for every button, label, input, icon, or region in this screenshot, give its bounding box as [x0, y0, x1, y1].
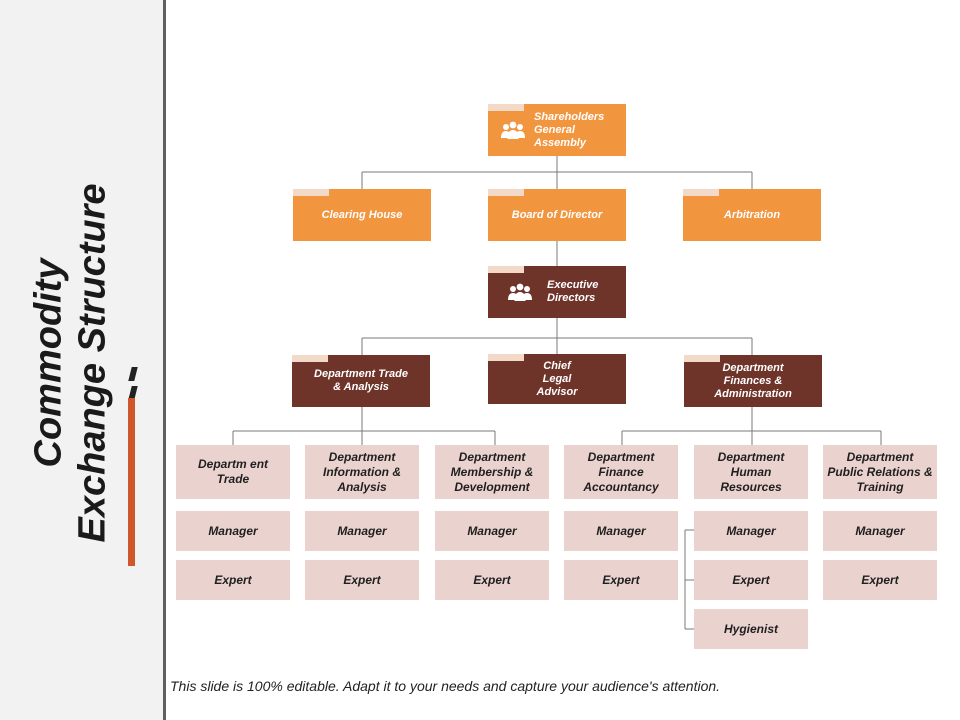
role-label: Hygienist [723, 621, 778, 636]
role-label: Manager [596, 523, 646, 538]
department-node: Department Human Resources [694, 445, 808, 499]
sidebar-divider [163, 0, 166, 720]
department-node: Departm ent Trade [176, 445, 290, 499]
role-label: Manager [855, 523, 905, 538]
group-people-icon [508, 283, 532, 301]
role-node: Manager [564, 511, 678, 551]
dept-finances-admin-label: Department Finances & Administration [714, 361, 792, 400]
department-label: Departm ent Trade [198, 457, 269, 486]
dept-finances-admin-node: Department Finances & Administration [684, 355, 822, 407]
node-tab [488, 189, 524, 196]
department-node: Department Information & Analysis [305, 445, 419, 499]
role-label: Expert [602, 572, 640, 587]
sidebar-panel [0, 0, 163, 720]
role-node: Hygienist [694, 609, 808, 649]
role-label: Manager [337, 523, 387, 538]
role-node: Manager [176, 511, 290, 551]
dept-trade-analysis-label: Department Trade & Analysis [314, 368, 408, 393]
board-label: Board of Director [511, 208, 603, 221]
role-node: Manager [823, 511, 937, 551]
group-people-icon [501, 121, 525, 139]
executive-label: Executive Directors [547, 279, 599, 304]
arbitration-node: Arbitration [683, 189, 821, 241]
role-node: Expert [176, 560, 290, 600]
role-node: Expert [564, 560, 678, 600]
role-node: Manager [694, 511, 808, 551]
role-node: Expert [694, 560, 808, 600]
role-label: Expert [343, 572, 381, 587]
executive-node: Executive Directors [488, 266, 626, 318]
department-label: Department Human Resources [717, 449, 785, 494]
node-tab [293, 189, 329, 196]
node-tab [488, 104, 524, 111]
role-node: Manager [305, 511, 419, 551]
node-tab [488, 354, 524, 361]
footer-note: This slide is 100% editable. Adapt it to… [170, 678, 721, 694]
role-node: Expert [823, 560, 937, 600]
accent-line [128, 398, 135, 566]
board-node: Board of Director [488, 189, 626, 241]
role-label: Expert [732, 572, 770, 587]
clearing-house-node: Clearing House [293, 189, 431, 241]
role-label: Manager [208, 523, 258, 538]
shareholders-node: Shareholders General Assembly [488, 104, 626, 156]
department-label: Department Finance Accountancy [583, 449, 659, 494]
chief-legal-node: Chief Legal Advisor [488, 354, 626, 404]
node-tab [683, 189, 719, 196]
department-node: Department Membership & Development [435, 445, 549, 499]
role-label: Expert [861, 572, 899, 587]
clearing-house-label: Clearing House [321, 208, 403, 221]
department-node: Department Public Relations & Training [823, 445, 937, 499]
node-tab [488, 266, 524, 273]
arbitration-label: Arbitration [723, 208, 781, 221]
department-label: Department Information & Analysis [323, 449, 401, 494]
node-tab [684, 355, 720, 362]
department-label: Department Public Relations & Training [827, 449, 933, 494]
role-label: Manager [467, 523, 517, 538]
role-node: Manager [435, 511, 549, 551]
dept-trade-analysis-node: Department Trade & Analysis [292, 355, 430, 407]
role-label: Expert [214, 572, 252, 587]
role-label: Expert [473, 572, 511, 587]
role-node: Expert [435, 560, 549, 600]
department-node: Department Finance Accountancy [564, 445, 678, 499]
node-tab [292, 355, 328, 362]
chief-legal-label: Chief Legal Advisor [536, 359, 578, 398]
role-label: Manager [726, 523, 776, 538]
department-label: Department Membership & Development [450, 449, 534, 494]
role-node: Expert [305, 560, 419, 600]
shareholders-label: Shareholders General Assembly [534, 110, 605, 149]
